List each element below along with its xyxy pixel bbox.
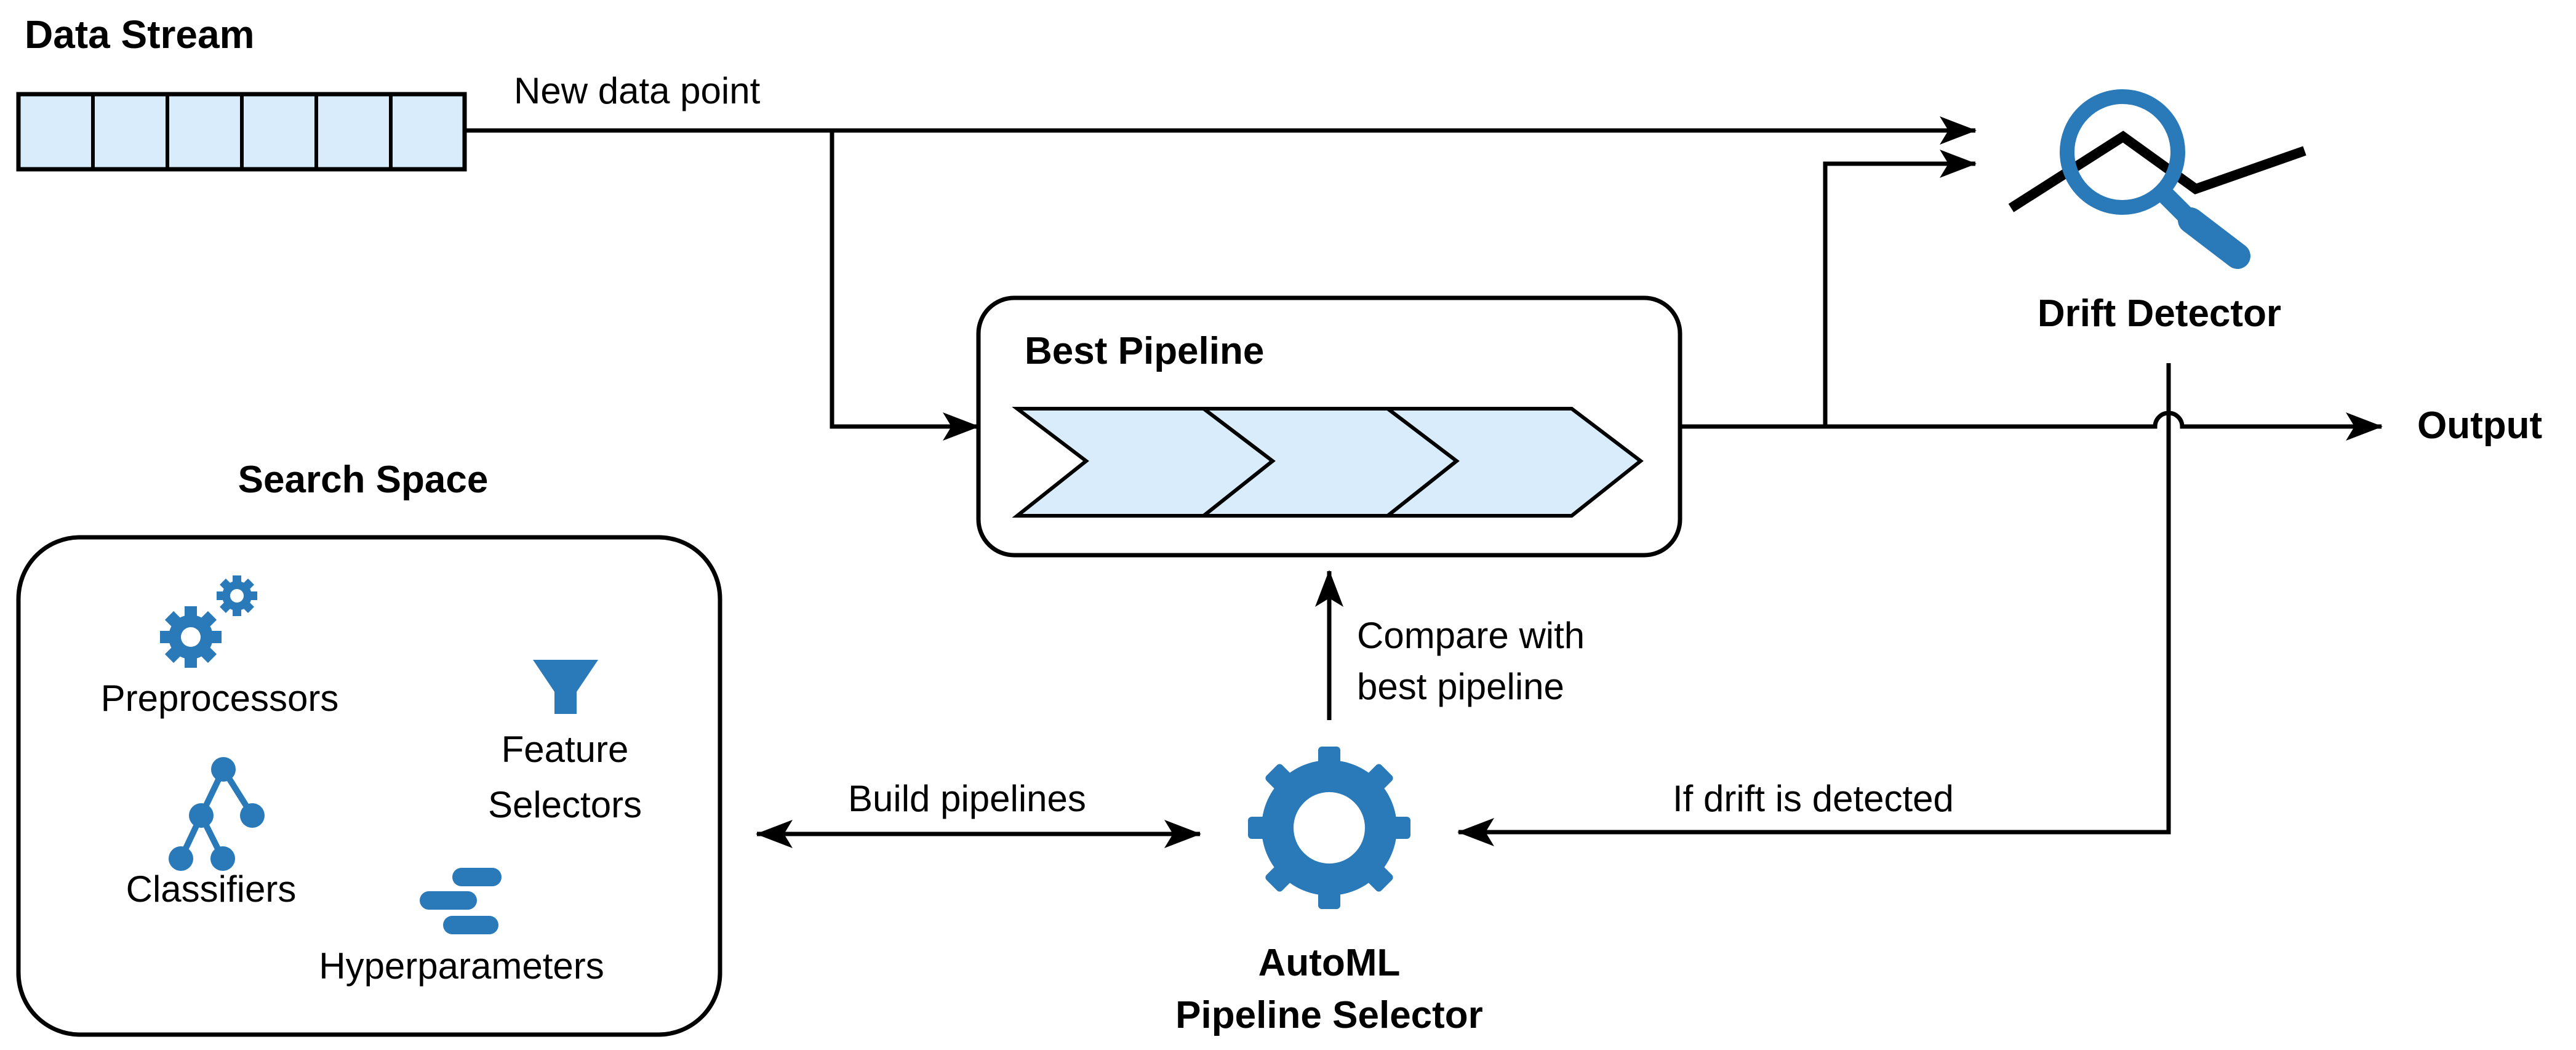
edge-output-to-detector [1823, 150, 1977, 427]
pipeline-stage-3 [1382, 407, 1644, 518]
feature-selectors-label-line1: Feature [502, 729, 629, 770]
best-pipeline-title: Best Pipeline [1025, 330, 1264, 372]
data-stream-title: Data Stream [25, 12, 255, 57]
compare-label-line1: Compare with [1357, 615, 1585, 656]
funnel-icon [533, 660, 598, 714]
best-pipeline-box: Best Pipeline [976, 295, 1682, 558]
search-space-title: Search Space [238, 459, 489, 501]
compare-label-line2: best pipeline [1357, 666, 1564, 707]
magnifier-drift-icon [2008, 89, 2306, 269]
gears-icon [160, 575, 257, 668]
automl-pipeline-selector: AutoML Pipeline Selector [1175, 747, 1483, 1036]
gear-icon [1248, 747, 1410, 909]
hyperparameters-label: Hyperparameters [319, 945, 604, 987]
selector-title-line1: AutoML [1258, 942, 1401, 984]
selector-title-line2: Pipeline Selector [1175, 994, 1483, 1036]
output-label: Output [2417, 404, 2542, 447]
drift-detector-title: Drift Detector [2038, 292, 2281, 335]
sliders-icon [420, 868, 502, 934]
connectors [465, 116, 2383, 848]
classifiers-label: Classifiers [126, 868, 297, 910]
edge-data-to-pipeline [830, 130, 980, 441]
if-drift-label: If drift is detected [1673, 778, 1954, 819]
edge-detector-to-selector [1457, 363, 2171, 846]
build-pipelines-label: Build pipelines [848, 778, 1086, 819]
pipeline-stages [1012, 407, 1644, 518]
edge-pipeline-to-output [1680, 411, 2383, 441]
preprocessors-label: Preprocessors [101, 678, 339, 719]
tree-icon [169, 757, 265, 871]
search-space-box: Preprocessors Feature Selectors Classifi… [16, 535, 722, 1037]
drift-detector: Drift Detector [2008, 89, 2306, 335]
new-data-point-label: New data point [514, 70, 761, 111]
data-stream-queue [16, 92, 467, 172]
feature-selectors-label-line2: Selectors [488, 784, 642, 825]
